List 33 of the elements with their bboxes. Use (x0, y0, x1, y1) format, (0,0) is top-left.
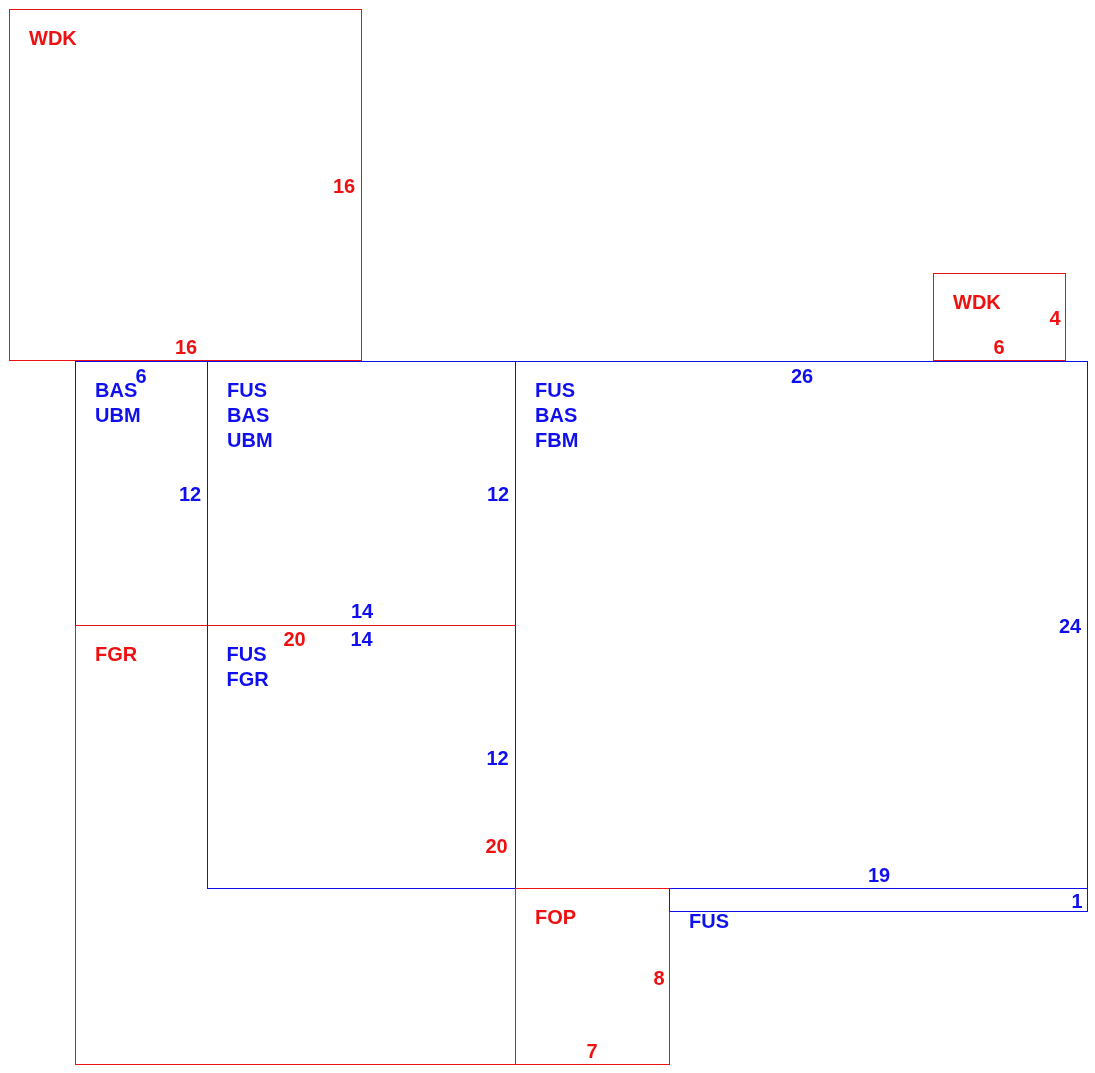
dimension-label: 20 (283, 628, 306, 649)
zone-outline (933, 273, 1066, 361)
dimension-label: 19 (867, 865, 891, 885)
dimension-label: 16 (174, 337, 198, 357)
dimension-label: 24 (1058, 616, 1082, 636)
dimension-label: 8 (653, 968, 665, 988)
zone-outline (75, 361, 208, 626)
dimension-label: 12 (178, 484, 202, 504)
zone-label: WDK (953, 290, 1002, 315)
zone-label: FUS BAS UBM (227, 378, 274, 453)
zone-outline (206, 624, 516, 889)
dimension-label: 12 (486, 484, 510, 504)
dimension-label: 1 (1071, 891, 1083, 911)
zone-label: FGR (95, 642, 139, 667)
zone-label: FOP (535, 905, 578, 930)
zone-outline (75, 625, 516, 1065)
dimension-label: 6 (135, 366, 147, 386)
dimension-label: 14 (350, 628, 373, 649)
zone-label: WDK (29, 26, 78, 51)
zone-outline (515, 888, 670, 1065)
zone-outline (515, 361, 1088, 889)
dimension-label: 12 (486, 747, 509, 768)
dimension-label: 20 (485, 835, 508, 856)
dimension-label: 16 (332, 176, 356, 196)
dimension-label: 14 (350, 601, 374, 621)
zone-label: FUS BAS FBM (535, 378, 580, 453)
zone-label: FUS (689, 909, 730, 934)
dimension-label: 26 (790, 366, 814, 386)
zone-label: FUS FGR (226, 641, 270, 692)
dimension-label: 4 (1049, 308, 1061, 328)
dimension-label: 6 (993, 337, 1005, 357)
zone-outline (9, 9, 362, 361)
dimension-label: 7 (586, 1041, 598, 1061)
